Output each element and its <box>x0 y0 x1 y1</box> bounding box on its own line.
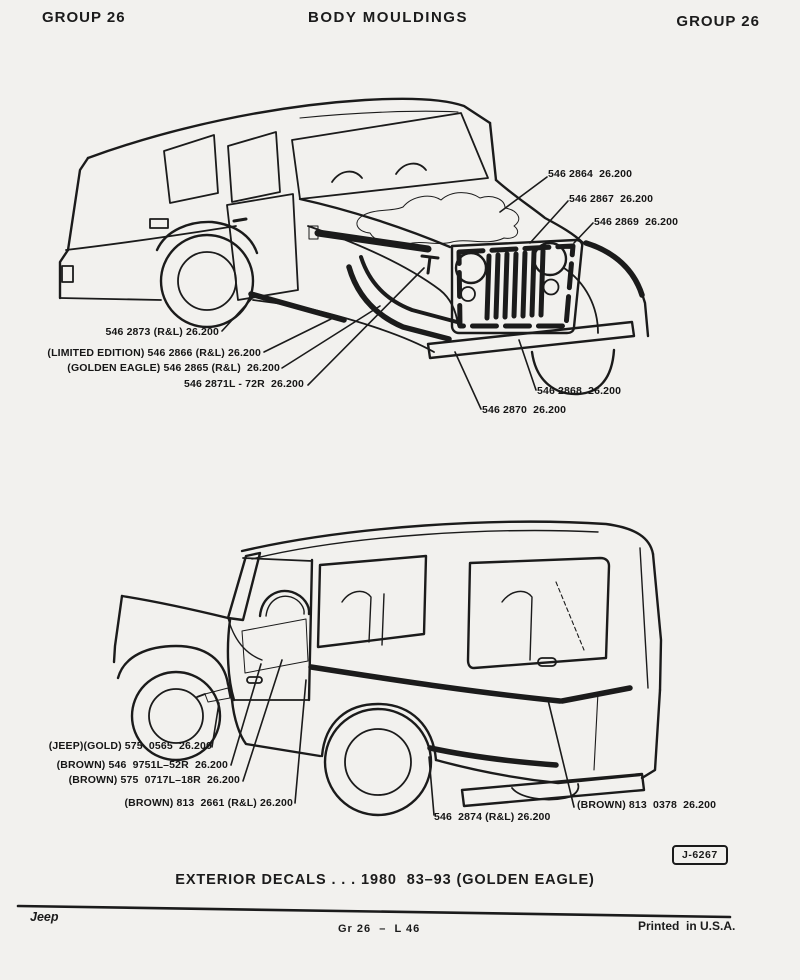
upper-side-stripe-decal <box>359 255 459 324</box>
part-callout: (BROWN) 813 2661 (R&L) 26.200 <box>124 797 293 809</box>
part-callout: 546 2873 (R&L) 26.200 <box>105 326 219 338</box>
side-marker <box>149 218 169 229</box>
part-callout: (JEEP)(GOLD) 575 0565 26.200 <box>48 740 212 752</box>
group-number-right: GROUP 26 <box>676 13 760 30</box>
part-callout: (BROWN) 813 0378 26.200 <box>577 799 717 811</box>
figure1-leader-lines <box>221 176 594 410</box>
jeep-front-quarter-drawing <box>58 97 650 410</box>
fender-jeep-decal <box>204 687 231 703</box>
door-window-decal <box>241 618 309 674</box>
page-code: Gr 26 – L 46 <box>338 923 421 935</box>
jeep-rear-quarter-drawing <box>112 520 663 817</box>
door-window <box>227 131 281 203</box>
printed-in-usa-label: Printed in U.S.A. <box>638 919 736 933</box>
part-callout: 546 2869 26.200 <box>594 216 679 228</box>
rear-wheel <box>323 707 433 817</box>
part-callout: 546 2874 (R&L) 26.200 <box>434 811 551 823</box>
mid-side-window <box>316 554 428 649</box>
figure-reference-box: J-6267 <box>672 845 728 865</box>
rear-bumper <box>460 772 646 808</box>
body-side-stripe-decal <box>346 264 452 342</box>
part-callout: 546 2871L - 72R 26.200 <box>183 378 304 390</box>
turn-signal-left <box>460 286 476 302</box>
door-handle <box>246 676 263 684</box>
grille-outline <box>450 238 584 335</box>
part-callout: 546 2864 26.200 <box>548 168 633 180</box>
footer-rule <box>16 904 732 919</box>
turn-signal-right <box>542 278 560 296</box>
headlight-left <box>454 251 488 285</box>
fender-stripe-decal <box>583 240 645 298</box>
rear-quarter-window <box>163 134 219 204</box>
part-callout: (GOLDEN EAGLE) 546 2865 (R&L) 26.200 <box>67 362 280 374</box>
door-panel <box>226 193 299 301</box>
jeep-logo-text: Jeep <box>30 910 59 924</box>
part-callout: (BROWN) 546 9751L–52R 26.200 <box>56 759 228 771</box>
taillight <box>61 265 74 283</box>
rear-wheel <box>159 233 255 329</box>
tailgate-latch <box>537 657 557 667</box>
headlight-right <box>532 241 568 277</box>
windshield <box>291 112 489 200</box>
part-callout: (BROWN) 575 0717L–18R 26.200 <box>68 774 240 786</box>
sill-stripe-decal <box>248 291 347 323</box>
roll-bar <box>258 589 311 618</box>
part-callout: 546 2867 26.200 <box>569 193 654 205</box>
part-callout: 546 2868 26.200 <box>537 385 622 397</box>
rear-quarter-stripe-decal <box>427 745 559 768</box>
figure-caption: EXTERIOR DECALS . . . 1980 83–93 (GOLDEN… <box>175 872 595 888</box>
figure2-leader-lines <box>211 659 575 816</box>
windshield-frame <box>226 551 262 622</box>
hood-moulding-bar <box>314 229 432 253</box>
beltline-stripe-decal <box>308 664 563 704</box>
page-title: BODY MOULDINGS <box>308 9 468 26</box>
rear-side-window <box>466 556 611 670</box>
grille-moulding <box>456 243 576 329</box>
part-callout: 546 2870 26.200 <box>482 404 567 416</box>
front-bumper <box>426 320 636 360</box>
group-number-left: GROUP 26 <box>42 9 126 26</box>
golden-eagle-hood-decal <box>356 192 520 246</box>
figure-reference-label: J-6267 <box>682 849 718 861</box>
front-wheel <box>130 670 222 762</box>
part-callout: (LIMITED EDITION) 546 2866 (R&L) 26.200 <box>47 347 261 359</box>
